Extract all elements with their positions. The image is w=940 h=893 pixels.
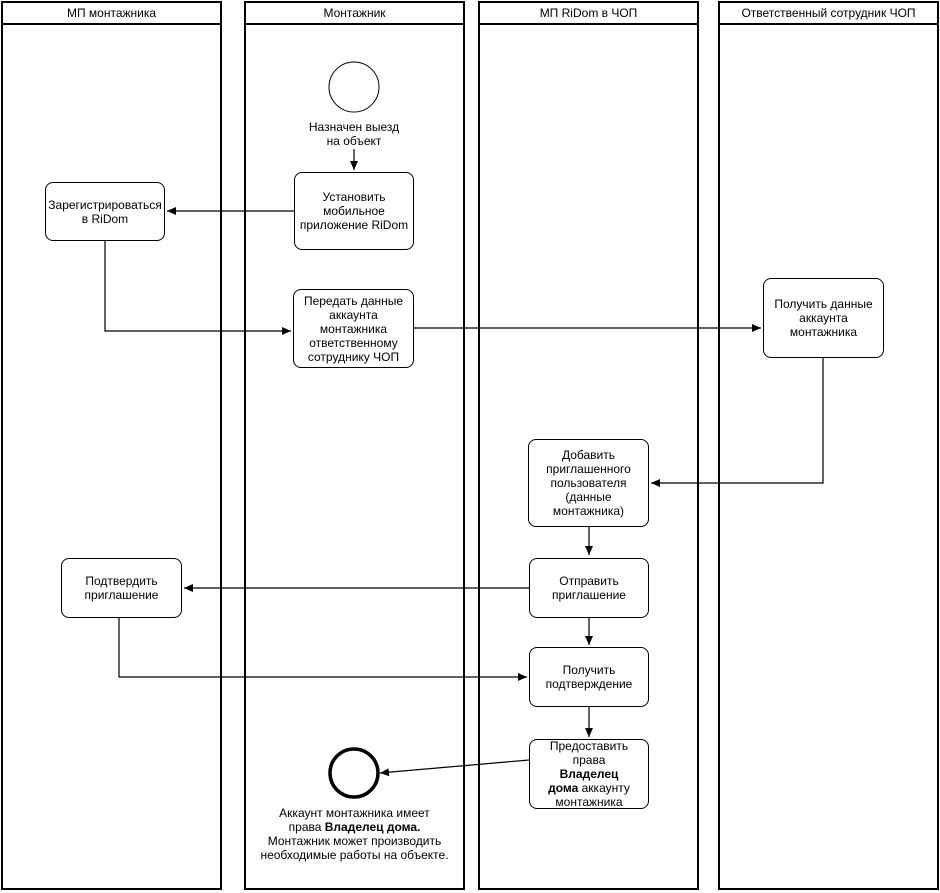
step-add-invited-user: Добавить приглашенного пользователя (дан… <box>528 439 649 527</box>
end-label: Аккаунт монтажника имеет права Владелец … <box>260 806 449 862</box>
step-receive-account-data: Получить данные аккаунта монтажника <box>763 278 884 358</box>
lane-header-chop-app: МП RiDom в ЧОП <box>480 3 697 25</box>
step-grant-owner-rights: Предоставить права Владелец дома аккаунт… <box>529 739 649 809</box>
lane-header-installer-app: МП монтажника <box>3 3 220 25</box>
step-register: Зарегистрироваться в RiDom <box>45 182 165 241</box>
step-get-confirmation: Получить подтверждение <box>529 647 649 707</box>
step-send-account-data: Передать данные аккаунта монтажника отве… <box>293 289 414 368</box>
start-label: Назначен выезд на объект <box>308 120 400 148</box>
step-send-invite: Отправить приглашение <box>529 558 649 618</box>
lane-chop-officer: Ответственный сотрудник ЧОП <box>718 1 939 890</box>
lane-header-installer: Монтажник <box>246 3 463 25</box>
step-confirm-invite: Подтвердить приглашение <box>61 558 182 618</box>
lane-header-chop-officer: Ответственный сотрудник ЧОП <box>720 3 937 25</box>
step-install-app: Установить мобильное приложение RiDom <box>294 172 414 250</box>
lane-installer-app: МП монтажника <box>1 1 222 890</box>
